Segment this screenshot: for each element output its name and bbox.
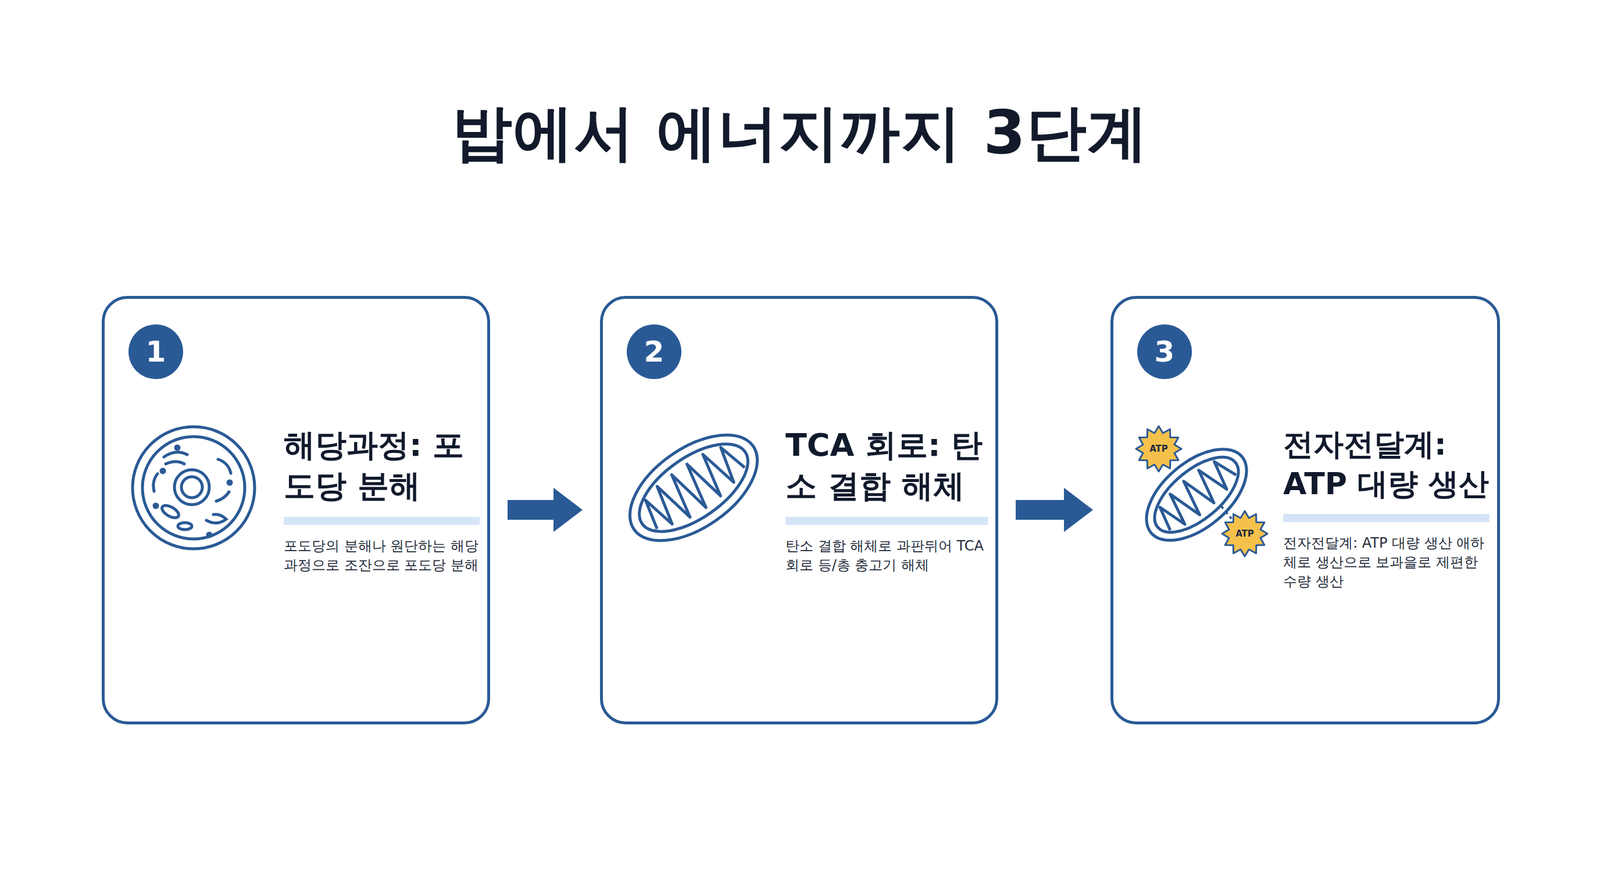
underline-bar [283, 516, 480, 525]
step-box: TCA 회로: 탄소 결합 해체탄소 결합 해체로 과판뒤어 TCA 회로 등/… [600, 295, 999, 725]
step-description: 전자전달계: ATP 대량 생산 애하체로 생산으로 보과을로 제편한 수량 생… [1283, 533, 1490, 592]
underline-bar [785, 516, 988, 525]
step-heading: 해당과정: 포도당 분해 [283, 425, 480, 507]
step-description: 포도당의 분해나 원단하는 해당과정으로 조잔으로 포도당 분해 [283, 536, 480, 575]
step-number: 2 [644, 337, 665, 367]
step-content: 해당과정: 포도당 분해포도당의 분해나 원단하는 해당과정으로 조잔으로 포도… [283, 425, 480, 576]
atp-burst: ATP [1220, 509, 1270, 559]
step-content: 전자전달계: ATP 대량 생산전자전달계: ATP 대량 생산 애하체로 생산… [1283, 425, 1490, 592]
underline-bar [1283, 513, 1490, 523]
step-number-badge: 3 [1137, 324, 1192, 380]
cell-icon [132, 426, 255, 549]
step-number-badge: 2 [626, 324, 682, 380]
step-number-badge: 1 [128, 324, 184, 380]
atp-label: ATP [1235, 529, 1255, 539]
step-number: 3 [1154, 337, 1175, 367]
release-arrow [1167, 453, 1232, 519]
flow-arrow [507, 487, 583, 532]
atp-label: ATP [1149, 444, 1169, 454]
step-heading: TCA 회로: 탄소 결합 해체 [785, 425, 988, 507]
step-box: 해당과정: 포도당 분해포도당의 분해나 원단하는 해당과정으로 조잔으로 포도… [101, 295, 491, 725]
flow-arrow [1015, 487, 1094, 532]
step-description: 탄소 결합 해체로 과판뒤어 TCA 회로 등/총 충고기 해체 [785, 536, 988, 575]
step-box: 전자전달계: ATP 대량 생산전자전달계: ATP 대량 생산 애하체로 생산… [1110, 295, 1500, 725]
atp-burst: ATP [1134, 424, 1184, 474]
diagram-title: 밥에서 에너지까지 3단계 [0, 93, 1600, 175]
step-content: TCA 회로: 탄소 결합 해체탄소 결합 해체로 과판뒤어 TCA 회로 등/… [785, 425, 988, 576]
step-heading: 전자전달계: ATP 대량 생산 [1283, 425, 1490, 504]
step-number: 1 [145, 337, 167, 367]
mitochondrion-icon [611, 413, 777, 563]
